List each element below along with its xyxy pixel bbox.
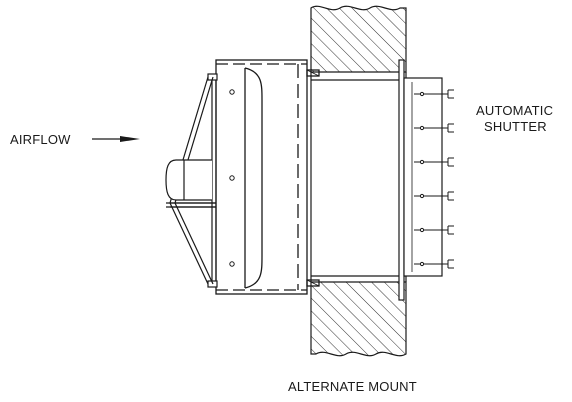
shutter-blades	[414, 89, 454, 269]
shutter-blade	[414, 123, 454, 133]
shutter-label-line1: AUTOMATIC	[476, 103, 553, 118]
housing-bolts	[229, 89, 235, 267]
wall-lower	[310, 281, 407, 357]
shutter-blade	[414, 259, 454, 269]
shutter-blade	[414, 191, 454, 201]
right-arrow-icon	[92, 136, 140, 142]
wall	[310, 5, 407, 357]
automatic-shutter	[398, 59, 443, 301]
motor	[165, 159, 216, 208]
shutter-blade	[414, 157, 454, 167]
shutter-label-line2: SHUTTER	[484, 119, 547, 134]
airflow-label: AIRFLOW	[10, 132, 71, 147]
wall-upper	[310, 5, 407, 73]
shutter-blade	[414, 89, 454, 99]
shutter-blade	[414, 225, 454, 235]
diagram-caption: ALTERNATE MOUNT	[288, 379, 417, 394]
wall-sleeve	[311, 79, 406, 277]
